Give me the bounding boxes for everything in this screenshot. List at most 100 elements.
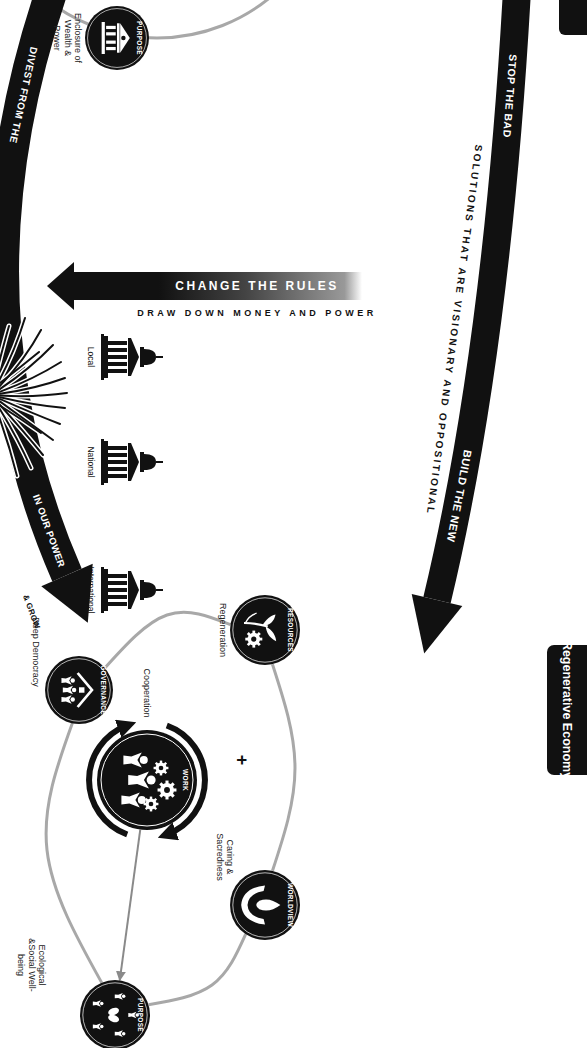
purpose-circle: PURPOSEEcological &Social Well-being	[80, 980, 150, 1048]
bank-pediment	[120, 23, 130, 52]
node-disk	[97, 730, 197, 830]
sprout-leaf	[262, 615, 275, 626]
node-disk	[80, 980, 150, 1048]
arrow-caption: & GROW	[21, 594, 41, 630]
node-rim	[101, 734, 193, 826]
node-disk	[85, 6, 149, 70]
figure-body	[128, 771, 149, 788]
circle-title: PURPOSE	[136, 6, 143, 70]
change-rules-arrow	[72, 272, 362, 300]
figure-head	[147, 776, 156, 785]
bank-base	[102, 22, 105, 54]
capitol-icon	[101, 439, 163, 485]
bank-column	[106, 26, 116, 29]
change-rules-arrowhead	[47, 262, 74, 310]
figure-body	[93, 1023, 101, 1030]
arrow-caption: DRAW DOWN MONEY AND POWER	[137, 309, 377, 318]
purpose-circle: PURPOSEEnclosure of Wealth & Power	[85, 6, 149, 70]
circle-title: RESOURCES	[287, 595, 294, 665]
arrow-label: STOP THE BAD	[502, 54, 519, 138]
house-door	[79, 687, 84, 692]
figure-head	[138, 796, 146, 804]
sprout-leaf	[266, 627, 277, 642]
circle-title: GOVERNANCE	[100, 656, 107, 724]
work-icon	[121, 752, 176, 811]
grass-roots	[0, 318, 67, 476]
circle-title: WORLDVIEW	[287, 870, 294, 940]
figure-head	[71, 697, 75, 701]
connector	[148, 934, 245, 1004]
gear-body	[146, 799, 157, 810]
bank-column	[106, 47, 116, 50]
circle-caption: Ecological &Social Well-being	[16, 930, 47, 1000]
resources-circle: RESOURCESRegeneration	[230, 595, 300, 665]
connector	[105, 612, 231, 668]
people-icon	[93, 993, 139, 1037]
title-banner: Regenerative Economy	[547, 645, 587, 775]
figure-body	[93, 1000, 101, 1007]
governance-icon	[61, 673, 91, 707]
figure-body	[128, 1012, 136, 1019]
capitol-icon	[101, 567, 163, 613]
bank-icon	[102, 22, 130, 54]
circle-caption: Cooperation	[142, 663, 152, 723]
node-disk	[45, 656, 113, 724]
capitol-icon	[101, 334, 163, 380]
arrow-caption: SOLUTIONS THAT ARE VISIONARY AND OPPOSIT…	[425, 144, 484, 516]
circle-title: PURPOSE	[137, 980, 144, 1048]
worldview-circle: WORLDVIEWCaring & Sacredness	[230, 870, 300, 940]
arrow-label: BUILD THE NEW	[445, 449, 473, 543]
stop-build-arrowhead	[412, 594, 463, 654]
hands	[241, 885, 265, 924]
work-circle: WORKCooperation	[97, 730, 197, 830]
level-label: National	[87, 446, 96, 477]
coin-mark	[121, 36, 125, 40]
plus-sign: +	[233, 755, 251, 766]
figure-head	[122, 995, 126, 999]
circle-caption: Caring & Sacredness	[214, 828, 235, 886]
level-label: Local	[87, 347, 96, 367]
node-disk	[230, 595, 300, 665]
cut-title-box	[559, 0, 587, 35]
connector	[272, 664, 295, 871]
cycle-mark	[245, 613, 256, 623]
figure-body	[61, 695, 71, 703]
gear-body	[160, 783, 174, 797]
bank-column	[106, 41, 116, 44]
figure-head	[72, 688, 76, 692]
figure-body	[115, 993, 123, 1000]
figure-body	[121, 792, 139, 807]
figure-body	[115, 1030, 123, 1037]
connector	[120, 830, 141, 981]
figure-head	[71, 678, 75, 682]
bank-beam	[117, 23, 120, 52]
resources-icon	[244, 613, 276, 647]
circle-caption: Regeneration	[218, 594, 228, 666]
figure-body	[61, 676, 71, 684]
figure-head	[100, 1025, 104, 1029]
figure-body	[123, 752, 141, 767]
circle-title: WORK	[182, 730, 189, 830]
worldview-icon	[241, 885, 280, 924]
arrow-label: DIVEST FROM THE	[8, 46, 39, 144]
divest-invest-arrowhead	[41, 564, 92, 623]
figure-head	[122, 1032, 126, 1036]
level-label: International	[87, 567, 96, 614]
house-roof	[78, 673, 92, 707]
connector	[46, 723, 102, 982]
figure-head	[100, 1002, 104, 1006]
circle-caption: Enclosure of Wealth & Power	[52, 6, 83, 70]
grass-roots-halo	[0, 318, 67, 476]
gear-hole	[251, 636, 256, 641]
gear-hole	[159, 766, 164, 771]
gear-body	[248, 633, 261, 646]
gear-body	[156, 763, 167, 774]
bank-column	[106, 32, 116, 35]
figure-head	[140, 756, 148, 764]
node-disk	[230, 870, 300, 940]
arrow-label: IN OUR POWER	[31, 493, 66, 568]
figure-body	[63, 686, 73, 694]
